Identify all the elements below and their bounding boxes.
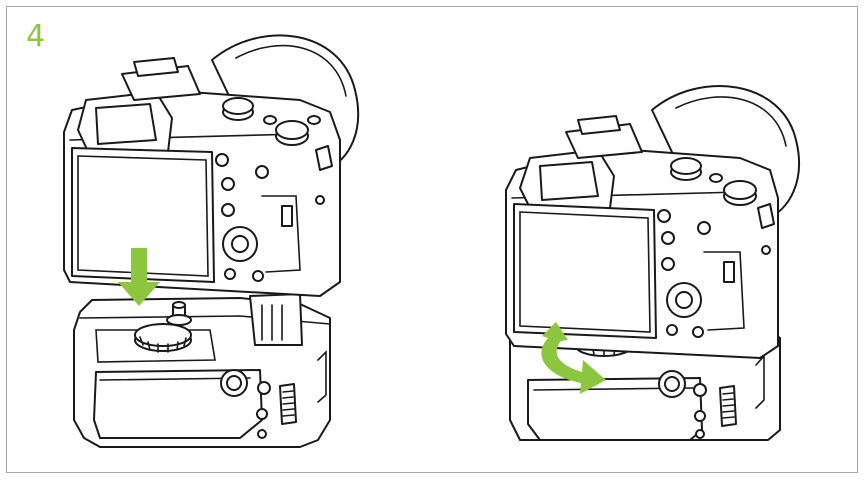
battery-grip-left (73, 293, 331, 448)
left-camera-and-grip (63, 34, 360, 448)
camera-body-left (63, 34, 360, 297)
step-number: 4 (26, 19, 46, 54)
right-camera-and-grip (505, 85, 800, 441)
camera-body-right (505, 85, 800, 359)
rotate-arrow-icon (541, 322, 606, 394)
down-arrow-icon (118, 248, 160, 306)
